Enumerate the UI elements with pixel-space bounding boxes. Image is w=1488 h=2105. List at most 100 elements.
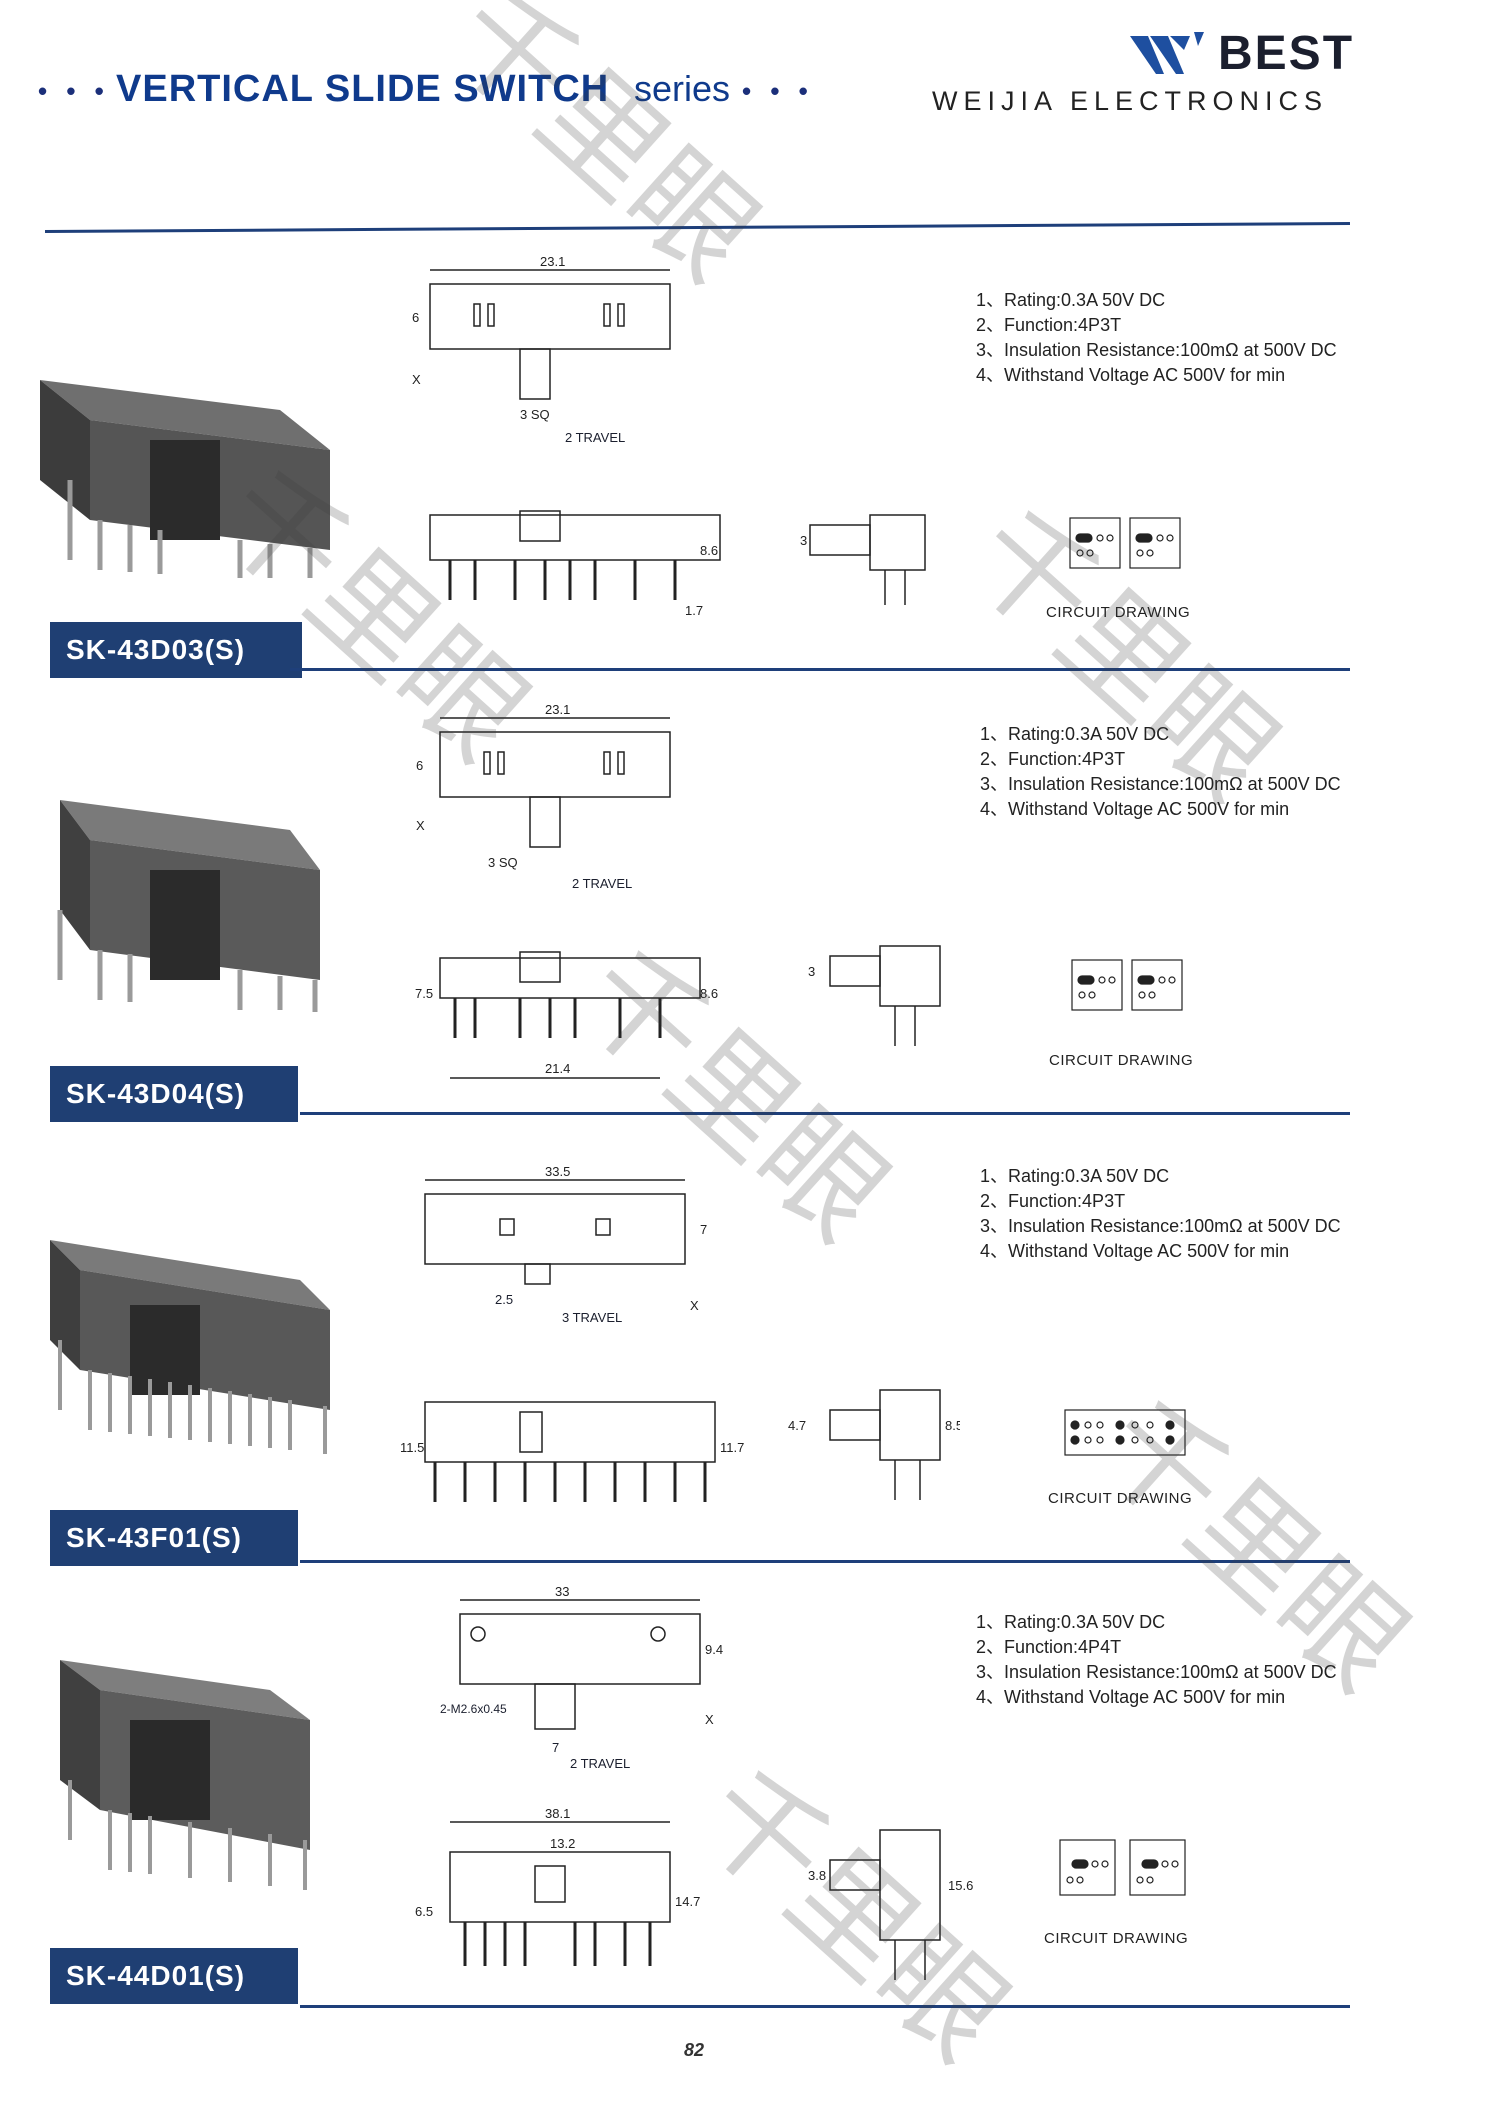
section-divider	[300, 2005, 1350, 2008]
product-section-4: 33 9.4 X 2-M2.6x0.45 7 2 TRAVEL 38.1 13.…	[0, 1570, 1488, 2010]
dim-height: 7	[700, 1222, 707, 1237]
side-view-drawing: 4.7 8.5	[788, 1389, 960, 1500]
specs-list: 1、Rating:0.3A 50V DC 2、Function:4P3T 3、I…	[980, 1164, 1341, 1264]
dim-h3: 7.5	[415, 986, 433, 1001]
dim-x: X	[705, 1712, 714, 1727]
spec-withstand: 4、Withstand Voltage AC 500V for min	[980, 1241, 1290, 1261]
product-section-3: 33.5 7 X 2.5 3 TRAVEL 11.5 11.7 4.7 8.5	[0, 1120, 1488, 1566]
dim-travel: 2 TRAVEL	[565, 430, 626, 445]
dim-h2: 8.6	[700, 986, 718, 1001]
side-view-drawing: 3	[808, 945, 941, 1046]
top-view-drawing: 33.5 7 X	[424, 1164, 707, 1313]
dim-side: 4.7	[788, 1418, 806, 1433]
model-badge: SK-43D03(S)	[50, 622, 302, 678]
section-divider	[290, 668, 1350, 671]
spec-function: 2、Function:4P3T	[980, 749, 1126, 769]
product-photo	[57, 800, 320, 1012]
dim-h2: 11.7	[720, 1440, 744, 1455]
circuit-label: CIRCUIT DRAWING	[1046, 604, 1191, 621]
product-section-1: 23.1 6 X 3 SQ 2 TRAVEL 8.6 1.7 3	[0, 240, 1488, 678]
front-view-drawing: 8.6 1.7	[429, 510, 721, 618]
dim-h3: 11.5	[400, 1440, 424, 1455]
dim-height: 6	[416, 758, 423, 773]
page-number: 82	[684, 2040, 705, 2060]
product-photo	[40, 380, 330, 578]
spec-withstand: 4、Withstand Voltage AC 500V for min	[976, 1687, 1286, 1707]
spec-function: 2、Function:4P3T	[980, 1191, 1126, 1211]
brand-name: BEST	[1218, 27, 1355, 80]
title-dots-left: • • •	[38, 76, 110, 106]
dim-inner: 13.2	[550, 1836, 575, 1851]
dim-total: 38.1	[545, 1806, 570, 1821]
product-section-2: 23.1 6 X 3 SQ 2 TRAVEL 7.5 8.6 21.4 3	[0, 680, 1488, 1122]
dim-side: 3	[808, 964, 815, 979]
model-badge: SK-43D04(S)	[50, 1066, 298, 1122]
dim-side-height: 15.6	[948, 1878, 973, 1893]
dim-sq: 7	[552, 1740, 560, 1755]
front-view-drawing: 7.5 8.6 21.4	[415, 951, 718, 1079]
title-dots-right: • • •	[742, 76, 814, 106]
spec-insulation: 3、Insulation Resistance:100mΩ at 500V DC	[976, 340, 1337, 360]
dim-width: 33.5	[545, 1164, 570, 1179]
brand-mark-icon	[1130, 32, 1204, 74]
spec-withstand: 4、Withstand Voltage AC 500V for min	[980, 799, 1290, 819]
circuit-label: CIRCUIT DRAWING	[1044, 1930, 1189, 1947]
specs-list: 1、Rating:0.3A 50V DC 2、Function:4P3T 3、I…	[976, 288, 1337, 388]
circuit-drawing	[1069, 517, 1181, 569]
dim-h3: 6.5	[415, 1904, 433, 1919]
section-divider	[300, 1560, 1350, 1563]
brand-logo	[1130, 28, 1230, 89]
front-view-drawing: 38.1 13.2 14.7 6.5	[415, 1806, 700, 1966]
dim-screw: 2-M2.6x0.45	[440, 1702, 507, 1716]
dim-side: 3	[800, 533, 807, 548]
circuit-drawing	[1064, 1409, 1186, 1456]
dim-travel: 2 TRAVEL	[570, 1756, 631, 1771]
section-divider	[45, 222, 1350, 233]
top-view-drawing: 23.1 6 X 3 SQ	[412, 254, 671, 422]
top-view-drawing: 33 9.4 X	[459, 1584, 723, 1730]
spec-insulation: 3、Insulation Resistance:100mΩ at 500V DC	[980, 1216, 1341, 1236]
dim-x: X	[412, 372, 421, 387]
dim-p2: 1.7	[685, 603, 703, 618]
spec-rating: 1、Rating:0.3A 50V DC	[976, 290, 1166, 310]
company-name: WEIJIA ELECTRONICS	[932, 86, 1329, 116]
spec-function: 2、Function:4P4T	[976, 1637, 1122, 1657]
dim-width: 33	[555, 1584, 569, 1599]
dim-x: X	[416, 818, 425, 833]
product-photo	[50, 1240, 330, 1454]
side-view-drawing: 3	[800, 514, 926, 605]
dim-height: 9.4	[705, 1642, 723, 1657]
dim-height: 6	[412, 310, 419, 325]
circuit-drawing	[1071, 959, 1183, 1011]
dim-x: X	[690, 1298, 699, 1313]
model-badge: SK-44D01(S)	[50, 1948, 298, 2004]
dim-total: 21.4	[545, 1061, 570, 1076]
spec-insulation: 3、Insulation Resistance:100mΩ at 500V DC	[980, 774, 1341, 794]
dim-sq: 3 SQ	[520, 407, 550, 422]
specs-list: 1、Rating:0.3A 50V DC 2、Function:4P3T 3、I…	[980, 722, 1341, 822]
dim-sq: 3 SQ	[488, 855, 518, 870]
dim-sq: 2.5	[495, 1292, 514, 1307]
circuit-drawing	[1059, 1839, 1186, 1896]
front-view-drawing: 11.5 11.7	[400, 1401, 744, 1502]
spec-withstand: 4、Withstand Voltage AC 500V for min	[976, 365, 1286, 385]
dim-h2: 8.6	[700, 543, 718, 558]
page-title: VERTICAL SLIDE SWITCH	[116, 68, 610, 110]
circuit-label: CIRCUIT DRAWING	[1049, 1052, 1194, 1069]
spec-function: 2、Function:4P3T	[976, 315, 1122, 335]
spec-rating: 1、Rating:0.3A 50V DC	[980, 1166, 1170, 1186]
dim-travel: 3 TRAVEL	[562, 1310, 623, 1325]
dim-side: 3.8	[808, 1868, 826, 1883]
section-divider	[300, 1112, 1350, 1115]
model-badge: SK-43F01(S)	[50, 1510, 298, 1566]
dim-h2: 14.7	[675, 1894, 700, 1909]
top-view-drawing: 23.1 6 X 3 SQ	[416, 702, 671, 870]
circuit-label: CIRCUIT DRAWING	[1048, 1490, 1193, 1507]
dim-side-height: 8.5	[945, 1418, 960, 1433]
dim-travel: 2 TRAVEL	[572, 876, 633, 891]
spec-insulation: 3、Insulation Resistance:100mΩ at 500V DC	[976, 1662, 1337, 1682]
side-view-drawing: 3.8 15.6	[808, 1829, 973, 1980]
spec-rating: 1、Rating:0.3A 50V DC	[980, 724, 1170, 744]
product-photo	[60, 1660, 310, 1890]
dim-width: 23.1	[545, 702, 570, 717]
